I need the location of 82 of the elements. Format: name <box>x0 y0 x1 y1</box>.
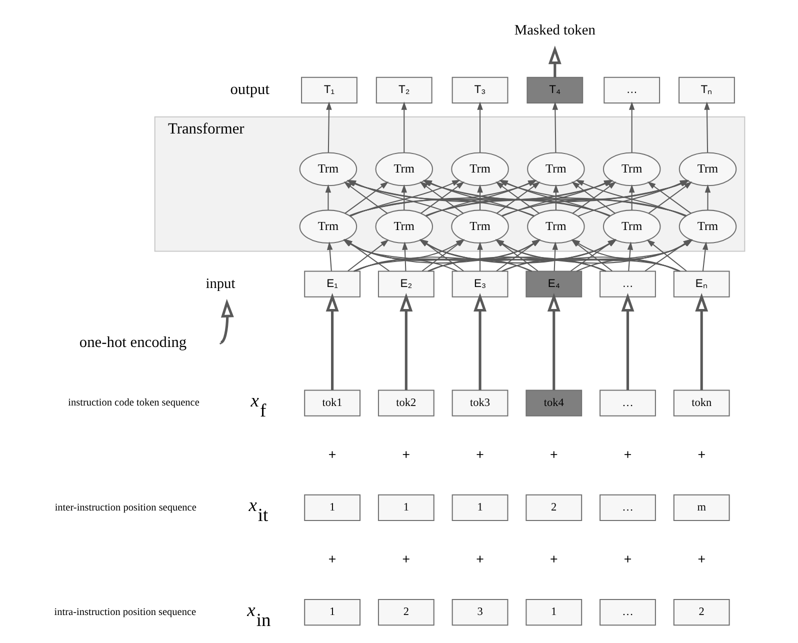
arrow <box>646 239 686 272</box>
arrow <box>704 184 710 210</box>
node-ellipse: Trm <box>374 210 432 244</box>
arrow <box>326 102 332 153</box>
label: + <box>328 446 336 462</box>
arrow <box>620 293 634 390</box>
arrow <box>628 102 634 153</box>
node-ellipse: Trm <box>526 210 584 244</box>
label: + <box>549 446 558 462</box>
arrow <box>399 293 412 390</box>
node-box: … <box>599 598 656 626</box>
node-box: T₁ <box>300 76 357 104</box>
node-box: … <box>599 494 656 522</box>
node-ellipse: Trm <box>298 210 357 244</box>
arrow <box>326 242 332 272</box>
arrow <box>473 293 486 390</box>
node-box: … <box>603 76 660 104</box>
arrow <box>702 242 708 272</box>
label: + <box>328 551 336 566</box>
arrow <box>694 293 708 390</box>
arrow <box>324 184 331 210</box>
node-box: 1 <box>304 598 360 626</box>
node-box: E₃ <box>451 270 508 298</box>
node-box: E₄ <box>525 270 582 298</box>
node-box: 1 <box>525 598 582 626</box>
node-ellipse: Trm <box>678 210 736 244</box>
node-box: 2 <box>377 598 434 626</box>
node-text: Masked token <box>514 22 595 38</box>
arrow <box>628 184 634 210</box>
label: inter-instruction position sequence <box>54 502 196 514</box>
label: + <box>697 446 706 462</box>
node-box: Eₙ <box>672 270 730 298</box>
arrow <box>476 242 482 271</box>
node-box: … <box>599 390 656 416</box>
label: + <box>402 446 410 462</box>
arrow <box>402 242 408 272</box>
arrow <box>476 184 482 210</box>
node-box: 3 <box>451 598 508 626</box>
label: + <box>476 446 484 462</box>
node-box: E₂ <box>377 270 434 298</box>
arrow <box>552 102 558 153</box>
node-box: 2 <box>525 494 582 522</box>
node-box: 1 <box>377 494 434 522</box>
node-box: tok2 <box>377 390 434 416</box>
label: + <box>549 551 558 566</box>
arrow <box>400 102 406 153</box>
label: output <box>230 80 270 98</box>
label: + <box>623 551 632 566</box>
arrow <box>476 102 482 153</box>
node-box: T₂ <box>375 76 432 104</box>
node-ellipse: Trm <box>450 210 508 244</box>
label: one-hot encoding <box>78 334 186 352</box>
node-box: T₄ <box>526 76 583 104</box>
node-box: 1 <box>304 494 360 522</box>
node-box: tok4 <box>525 390 582 416</box>
arrow <box>546 293 560 390</box>
node-text: input <box>205 276 235 292</box>
arrow <box>325 293 338 390</box>
node-box: m <box>672 494 730 522</box>
node-box: 2 <box>672 598 730 626</box>
node-box: T₃ <box>451 76 508 104</box>
node-box: tok3 <box>451 390 508 416</box>
arrow <box>552 184 558 210</box>
label: + <box>623 446 632 462</box>
arrow <box>400 184 406 210</box>
label: + <box>697 551 706 566</box>
node-box: tok1 <box>304 390 360 416</box>
arrow <box>626 242 633 272</box>
node-box: Tₙ <box>678 76 734 104</box>
label: intra-instruction position sequence <box>54 606 196 618</box>
label: instruction code token sequence <box>68 398 199 409</box>
label: + <box>476 551 484 566</box>
label: + <box>402 551 410 566</box>
arrow <box>552 242 558 272</box>
node-box: 1 <box>451 494 508 522</box>
arrow <box>704 102 710 153</box>
arrow <box>548 46 561 78</box>
node-box: tokn <box>672 390 730 416</box>
node-box: … <box>599 270 656 298</box>
node-ellipse: Trm <box>602 210 660 244</box>
arrow <box>220 298 234 344</box>
node-box: E₁ <box>304 270 360 298</box>
